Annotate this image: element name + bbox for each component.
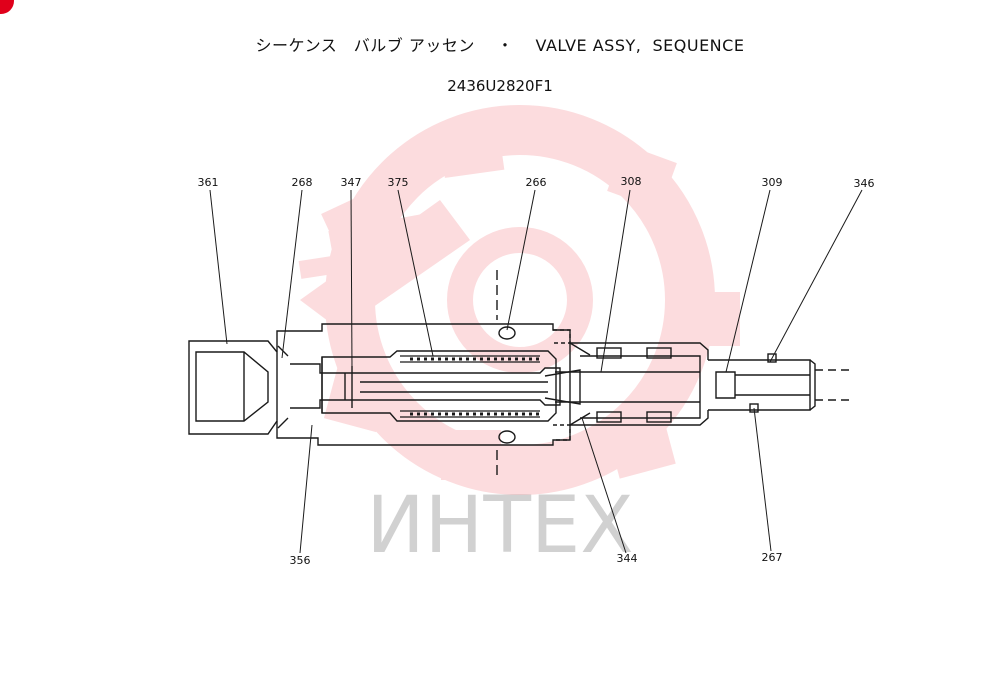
valve-body <box>188 270 850 475</box>
callout-356: 356 <box>290 554 311 567</box>
watermark-text: ИНТЕХ <box>366 481 633 571</box>
callout-361: 361 <box>198 176 219 189</box>
callout-308: 308 <box>621 175 642 188</box>
watermark-logo <box>298 105 740 495</box>
title-japanese: シーケンス バルブ アッセン <box>255 36 475 55</box>
callout-266: 266 <box>526 176 547 189</box>
callout-268: 268 <box>292 176 313 189</box>
callout-347: 347 <box>341 176 362 189</box>
callout-346: 346 <box>854 177 875 190</box>
callout-267: 267 <box>762 551 783 564</box>
part-number: 2436U2820F1 <box>447 77 553 95</box>
callout-309: 309 <box>762 176 783 189</box>
callout-375: 375 <box>388 176 409 189</box>
callout-labels: 361 268 347 375 266 308 309 346 356 344 … <box>198 175 875 567</box>
title-english: VALVE ASSY, SEQUENCE <box>535 36 745 55</box>
drawing-title: シーケンス バルブ アッセン ・ VALVE ASSY, SEQUENCE <box>0 32 1000 56</box>
leader-lines <box>209 189 863 554</box>
callout-344: 344 <box>617 552 638 565</box>
title-separator: ・ <box>496 36 514 55</box>
